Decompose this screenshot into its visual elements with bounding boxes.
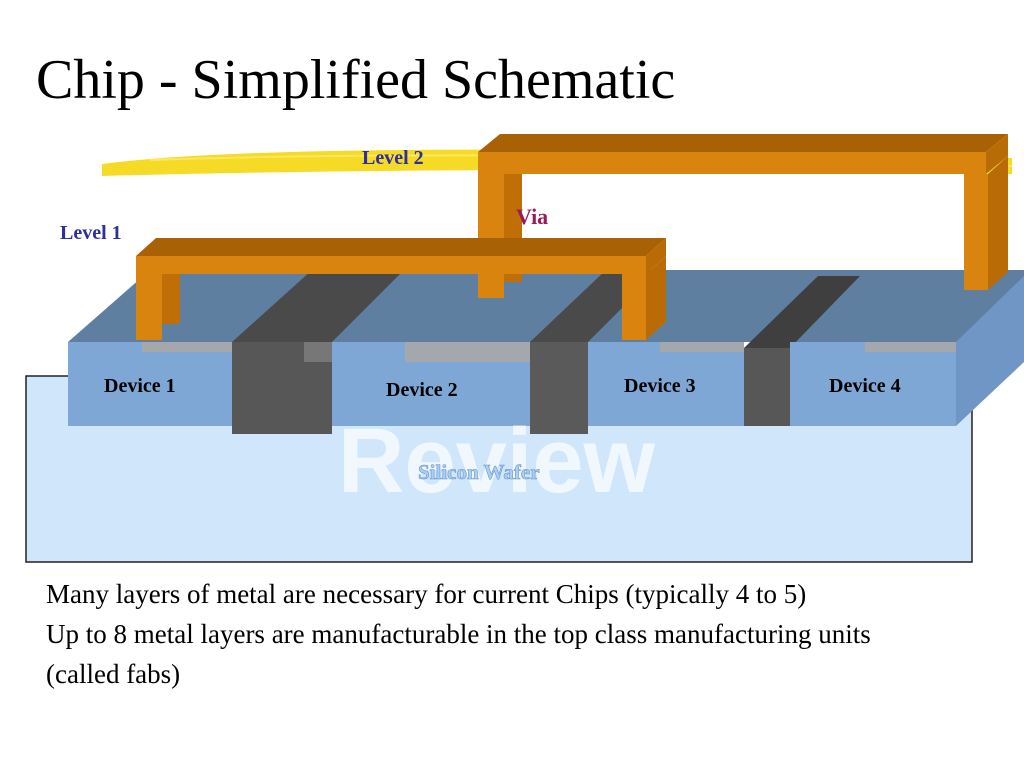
device-3-label: Device 3: [624, 375, 696, 397]
isolation-trench-2-front: [530, 342, 588, 434]
level-1-metal: [136, 238, 666, 340]
caption-line-1: Many layers of metal are necessary for c…: [46, 579, 807, 609]
device-2-label: Device 2: [386, 379, 458, 401]
isolation-trench-1-top: [232, 270, 404, 342]
device-3-contact-strip: [660, 342, 744, 352]
isolation-trench-3-front: [744, 348, 790, 426]
caption-line-2: Up to 8 metal layers are manufacturable …: [46, 619, 871, 689]
isolation-trench-3-top: [744, 276, 860, 348]
device-1-contact-strip: [142, 342, 232, 352]
device-4-contact-strip: [865, 342, 956, 352]
device-3-front: [588, 342, 744, 426]
device-layer-right-face: [956, 276, 1024, 426]
page-title: Chip - Simplified Schematic: [36, 49, 676, 111]
device-2-contact-strip: [405, 342, 530, 362]
device-4-label: Device 4: [829, 375, 901, 397]
level-2-metal: [478, 134, 1008, 298]
silicon-wafer-label: Silicon Wafer: [418, 460, 540, 484]
device-1-front: [68, 342, 232, 426]
level-2-label: Level 2: [362, 147, 424, 169]
level-1-label: Level 1: [60, 222, 122, 244]
review-watermark: Review: [338, 410, 655, 512]
isolation-trench-1-side: [304, 342, 332, 362]
device-4-front: [790, 342, 956, 426]
via-label: Via: [516, 204, 548, 229]
device-1-label: Device 1: [104, 375, 176, 397]
caption-text: Many layers of metal are necessary for c…: [46, 574, 926, 694]
